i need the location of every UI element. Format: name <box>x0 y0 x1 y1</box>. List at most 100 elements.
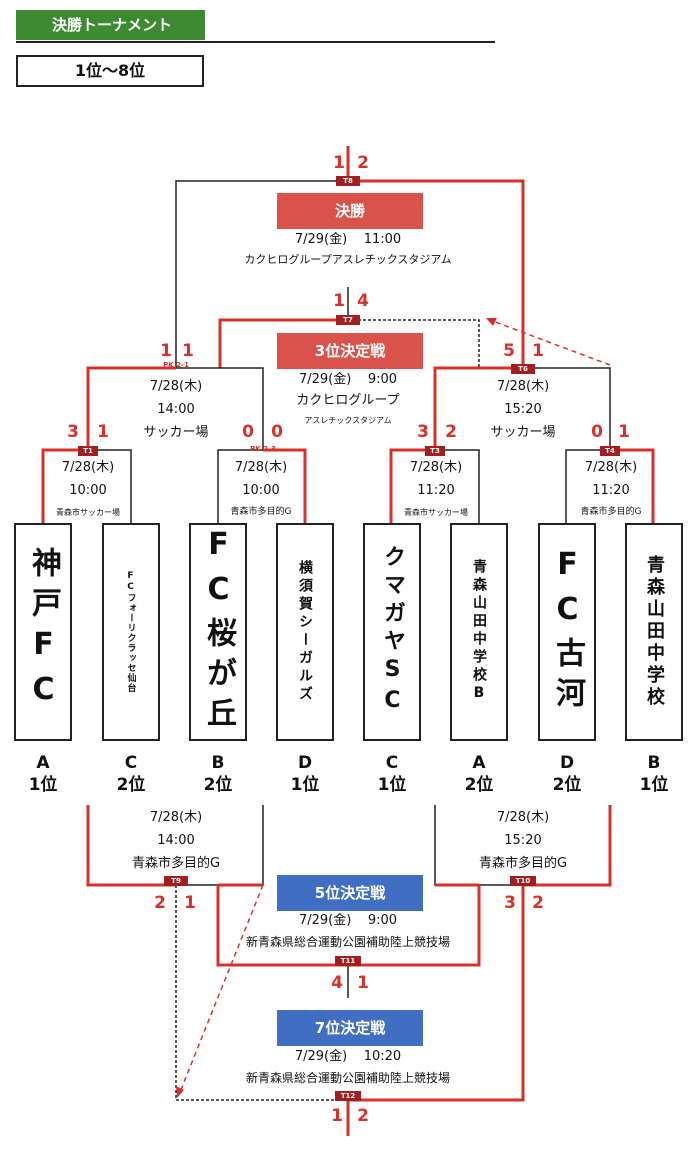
qf2-date: 7/28(木) <box>234 460 288 475</box>
team-box-6: FC古河 <box>538 523 596 741</box>
qf1-right-line <box>88 449 132 523</box>
qf3-right-line <box>435 449 480 523</box>
qf4-venue: 青森市多目的G <box>580 507 642 517</box>
team-name: FC古河 <box>550 547 585 717</box>
sf2-date: 7/28(木) <box>496 379 550 394</box>
sf2-tag: T6 <box>511 364 535 374</box>
qf3-venue: 青森市サッカー場 <box>404 508 468 517</box>
third-title: 3位決定戦 <box>277 333 423 369</box>
lsf1-score-left: 2 <box>154 893 166 913</box>
final-left-line <box>175 180 348 368</box>
qf3-time: 11:20 <box>417 483 455 498</box>
team-group: A <box>36 753 50 773</box>
lsf1-date: 7/28(木) <box>149 810 203 825</box>
qf2-venue: 青森市多目的G <box>230 507 292 517</box>
team-place: 1位 <box>377 775 407 795</box>
team-name: 青森山田中学校B <box>471 559 487 705</box>
seventh-time: 10:20 <box>363 1049 402 1064</box>
seventh-score-right: 2 <box>357 1106 369 1126</box>
lsf2-score-right: 2 <box>532 893 544 913</box>
lsf2-time: 15:20 <box>504 833 542 848</box>
team-name: 青森山田中学校 <box>644 555 665 709</box>
team-group: D <box>297 753 313 773</box>
team-box-0: 神戸FC <box>14 523 72 741</box>
qf1-tag: T1 <box>78 446 98 456</box>
sf2-venue: サッカー場 <box>490 425 556 440</box>
team-place: 2位 <box>464 775 494 795</box>
qf2-left-line <box>217 449 263 523</box>
team-box-4: クマガヤSC <box>363 523 421 741</box>
seventh-title: 7位決定戦 <box>277 1010 423 1046</box>
lsf2-right-line <box>523 805 612 887</box>
third-date: 7/29(金) <box>298 372 352 387</box>
sf1-time: 14:00 <box>157 402 195 417</box>
team-place: 1位 <box>639 775 669 795</box>
qf4-date: 7/28(木) <box>584 460 638 475</box>
qf4-right-line <box>610 448 655 523</box>
final-score-right: 2 <box>357 153 369 173</box>
team-place: 2位 <box>116 775 146 795</box>
sf2-right-line <box>523 367 611 450</box>
team-name: FCフォーリクラッセ仙台 <box>125 571 136 693</box>
team-group: A <box>472 753 486 773</box>
lsf1-left-line <box>86 805 176 887</box>
team-group: D <box>559 753 575 773</box>
sf2-score-right: 1 <box>532 341 544 361</box>
qf4-time: 11:20 <box>592 483 630 498</box>
team-place: 2位 <box>203 775 233 795</box>
loser-arrow-right-head <box>486 318 497 326</box>
seventh-tag: T12 <box>335 1091 361 1101</box>
sf2-time: 15:20 <box>504 402 542 417</box>
qf1-time: 10:00 <box>69 483 107 498</box>
seventh-right-line <box>348 885 525 1102</box>
qf1-left-line <box>41 448 88 523</box>
header-title: 決勝トーナメント <box>16 10 205 40</box>
sf1-right-line <box>176 367 264 450</box>
lsf1-tag: T9 <box>164 876 188 886</box>
third-left-line <box>218 318 348 368</box>
team-box-5: 青森山田中学校B <box>450 523 508 741</box>
final-right-line <box>348 179 525 368</box>
fifth-title: 5位決定戦 <box>277 875 423 911</box>
third-tag: T7 <box>336 315 360 325</box>
lsf2-date: 7/28(木) <box>496 810 550 825</box>
qf1-score-left: 3 <box>67 422 79 442</box>
team-group: B <box>211 753 225 773</box>
qf1-score-right: 1 <box>97 422 109 442</box>
qf3-score-right: 2 <box>445 422 457 442</box>
team-group: B <box>647 753 661 773</box>
final-time: 11:00 <box>363 232 402 247</box>
lsf2-tag: T10 <box>510 876 536 886</box>
team-box-3: 横須賀シーガルズ <box>276 523 334 741</box>
qf3-tag: T3 <box>425 446 445 456</box>
final-date: 7/29(金) <box>294 232 348 247</box>
qf2-score-left: 0 <box>242 422 254 442</box>
qf1-venue: 青森市サッカー場 <box>56 508 120 517</box>
qf2-score-right: 0 <box>271 422 283 442</box>
lsf2-venue: 青森市多目的G <box>478 856 568 871</box>
third-time: 9:00 <box>367 372 398 387</box>
fifth-date: 7/29(金) <box>298 913 352 928</box>
team-name: 神戸FC <box>26 547 61 717</box>
final-score-left: 1 <box>333 153 345 173</box>
team-box-7: 青森山田中学校 <box>625 523 683 741</box>
sf1-score-left: 1 <box>160 341 172 361</box>
seventh-venue: 新青森県総合運動公園補助陸上競技場 <box>245 1071 450 1085</box>
loser-arrow-left <box>179 884 264 1093</box>
qf1-date: 7/28(木) <box>61 460 115 475</box>
team-place: 1位 <box>290 775 320 795</box>
fifth-tag: T11 <box>335 956 361 966</box>
third-right-line <box>348 319 480 368</box>
qf4-tag: T4 <box>600 446 620 456</box>
final-tag: T8 <box>336 176 360 186</box>
loser-arrow-left-head <box>176 1086 184 1098</box>
sf1-left-line <box>86 366 176 450</box>
fifth-venue: 新青森県総合運動公園補助陸上競技場 <box>245 935 450 949</box>
sf1-pk: PK 2-1 <box>163 361 189 369</box>
